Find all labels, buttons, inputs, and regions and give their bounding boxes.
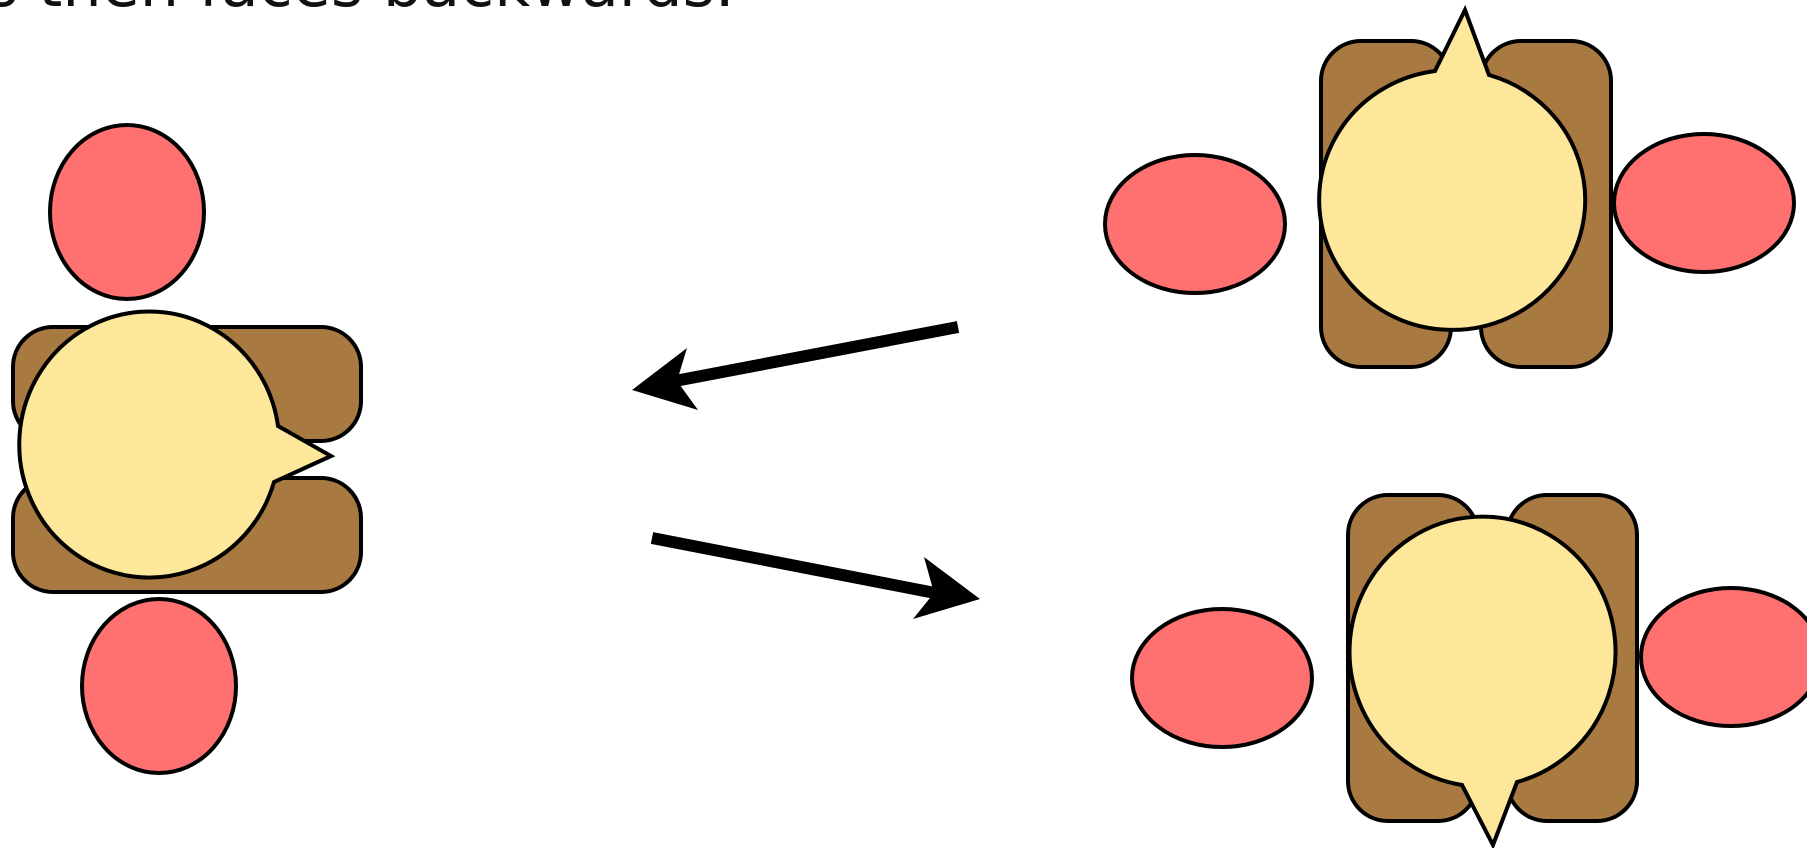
right-hand — [1639, 586, 1807, 728]
arrow-shaft — [673, 321, 960, 387]
arrow-to-start — [632, 321, 960, 410]
caption-text: s then faces backwards. — [0, 0, 735, 16]
arrow-head — [913, 557, 980, 619]
right-hand — [80, 597, 238, 775]
left-hand — [1103, 153, 1287, 295]
arrow-to-backward — [650, 532, 980, 619]
head — [1317, 4, 1588, 332]
head — [17, 309, 336, 580]
arrow-shaft — [650, 532, 937, 599]
right-hand — [1612, 132, 1796, 274]
start-figure — [11, 123, 363, 775]
left-hand — [48, 123, 206, 301]
arrow-head — [632, 348, 698, 410]
left-hand — [1130, 607, 1314, 749]
head — [1347, 514, 1618, 848]
figure-facing-forward — [1103, 4, 1796, 369]
figure-facing-backward — [1130, 493, 1807, 848]
